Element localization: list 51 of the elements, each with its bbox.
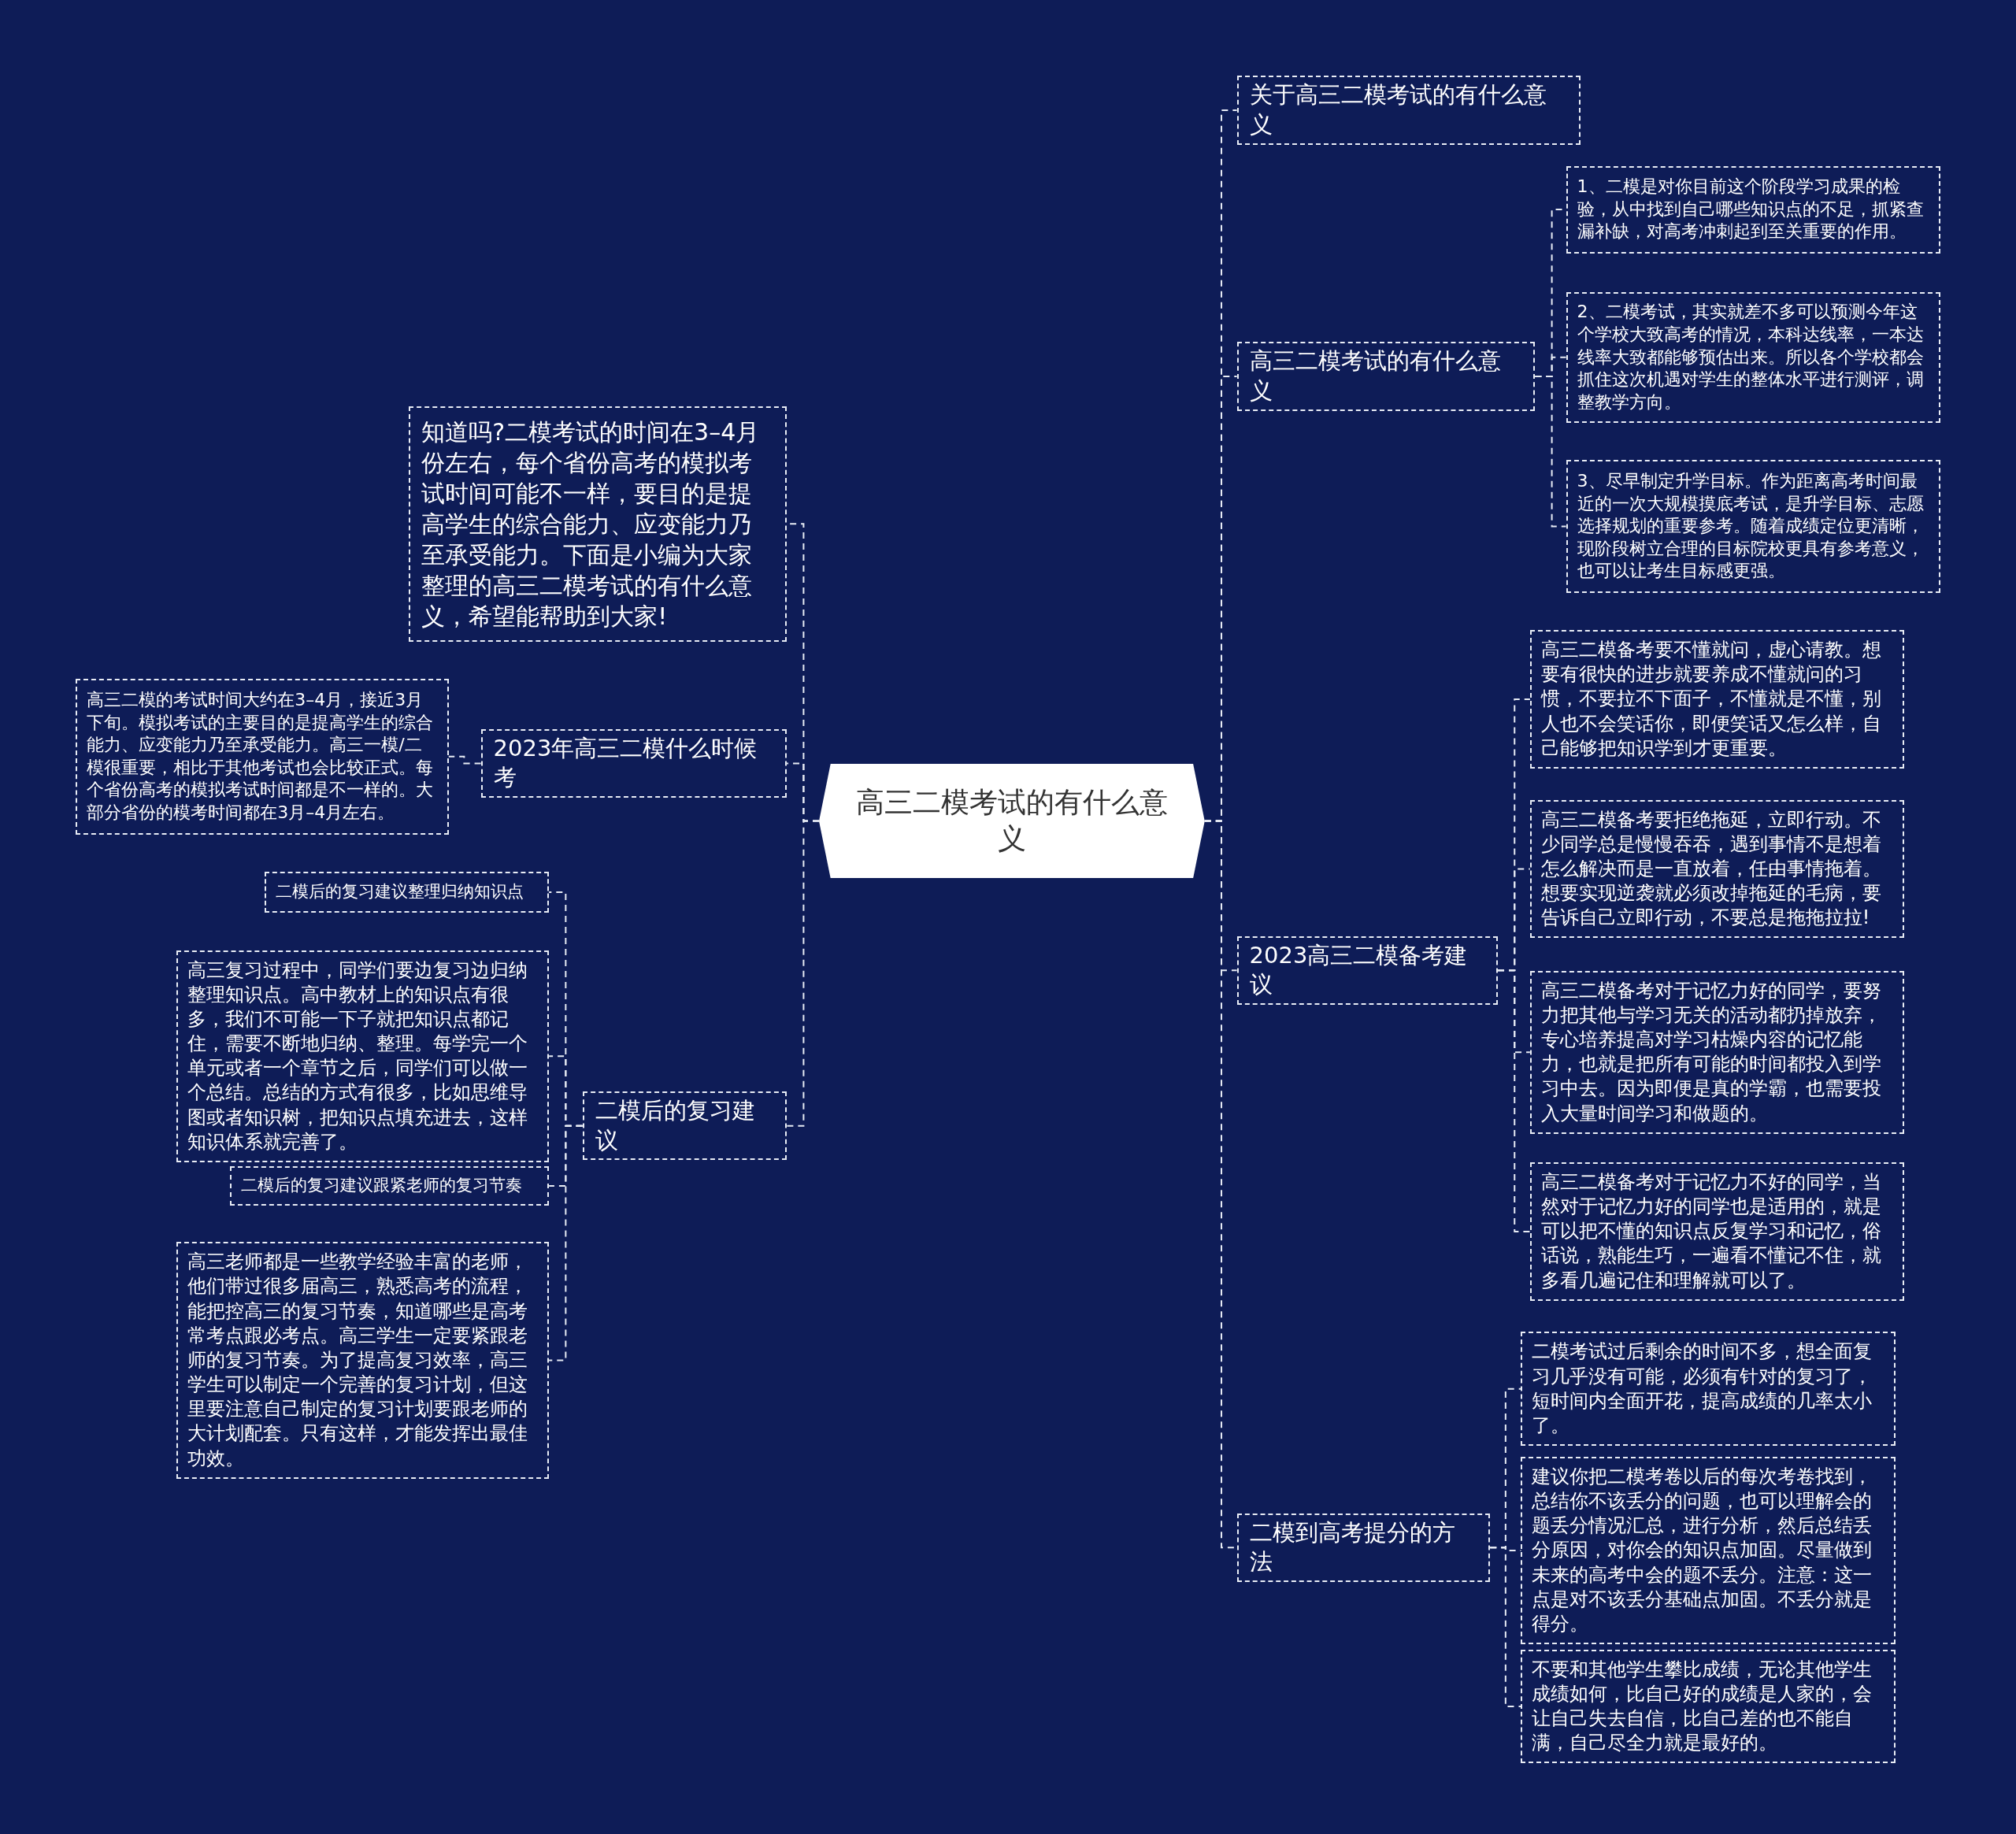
node-text: 建议你把二模考卷以后的每次考卷找到，总结你不该丢分的问题，也可以理解会的题丢分情况汇总，进行分析，然后总结丢分原因，对你会的知识点加固。尽量做到未来的高考中会的题不丢分。注意：这一点是对不该丢分基础点加固。不丢分就是得分。 (1532, 1464, 1873, 1636)
node-text: 关于高三二模考试的有什么意义 (1249, 80, 1547, 139)
text-box (1521, 1332, 1896, 1447)
text-box (176, 950, 550, 1162)
node-text: 知道吗?二模考试的时间在3–4月份左右，每个省份高考的模拟考试时间可能不一样，要目的是提高学生的综合能力、应变能力乃至承受能力。下面是小编为大家整理的高三二模考试的有什么意义，希望能帮助到大家! (421, 417, 761, 632)
text-box (1566, 291, 1940, 424)
text-box (1521, 1649, 1896, 1764)
text-box (1529, 799, 1904, 939)
text-box (230, 1165, 550, 1206)
node-text: 2023年高三二模什么时候考 (493, 733, 758, 793)
text-box (1529, 1162, 1904, 1301)
node-text: 2、二模考试，其实就差不多可以预测今年这个学校大致高考的情况，本科达线率，一本达线率大致都能够预估出来。所以各个学校都会抓住这次机遇对学生的整体水平进行测评，调整教学方向。 (1577, 301, 1925, 413)
node-text: 二模考试过后剩余的时间不多，想全面复习几乎没有可能，必须有针对的复习了，短时间内全面开花，提高成绩的几率太小了。 (1532, 1339, 1873, 1438)
connector-line (786, 820, 820, 1127)
topic-box (409, 406, 788, 642)
node-text: 2023高三二模备考建议 (1249, 940, 1469, 1000)
node-text: 不要和其他学生攀比成绩，无论其他学生成绩如何，比自己好的成绩是人家的，会让自己失去自信，比自己差的也不能自满，自己尽全力就是最好的。 (1532, 1657, 1873, 1756)
node-text: 高三二模的考试时间大约在3–4月，接近3月下旬。模拟考试的主要目的是提高学生的综合能力、应变能力乃至承受能力。高三一模/二模很重要，相比于其他考试也会比较正式。每个省份高考的模拟考试时间都是不一样的。大部分省份的模考时间都在3月–4月左右。 (87, 689, 435, 824)
text-box (76, 679, 449, 835)
text-box (1566, 460, 1940, 593)
topic-box (1236, 1513, 1491, 1582)
node-text: 1、二模是对你目前这个阶段学习成果的检验，从中找到自己哪些知识点的不足，抓紧查漏补缺，对高考冲刺起到至关重要的作用。 (1577, 176, 1925, 243)
text-box (265, 871, 550, 913)
node-text: 高三二模备考要拒绝拖延，立即行动。不少同学总是慢慢吞吞，遇到事情不是想着怎么解决而是一直放着，任由事情拖着。想要实现逆袭就必须改掉拖延的毛病，要告诉自己立即行动，不要总是拖拖拉拉! (1540, 807, 1882, 931)
node-text: 二模到高考提分的方法 (1249, 1517, 1456, 1577)
node-text: 高三老师都是一些教学经验丰富的老师，他们带过很多届高三，熟悉高考的流程，能把控高三的复习节奏，知道哪些是高考常考点跟必考点。高三学生一定要紧跟老师的复习节奏。为了提高复习效率，高三学生可以制定一个完善的复习计划，但这里要注意自己制定的复习计划要跟老师的大计划配套。只有这样，才能发挥出最佳功效。 (187, 1250, 528, 1471)
connector-line (1489, 1547, 1522, 1708)
node-text: 高三二模考试的有什么意义 (854, 784, 1169, 857)
central-topic (819, 763, 1205, 879)
node-text: 高三二模考试的有什么意义 (1249, 346, 1502, 406)
node-text: 高三二模备考要不懂就问，虚心请教。想要有很快的进步就要养成不懂就问的习惯，不要拉不下面子，不懂就是不懂，别人也不会笑话你，即便笑话又怎么样，自己能够把知识学到才更重要。 (1540, 638, 1882, 761)
text-box (1521, 1456, 1896, 1645)
node-text: 二模后的复习建议整理归纳知识点 (276, 881, 524, 903)
connector-line (1534, 375, 1567, 528)
connector-line (1497, 969, 1531, 1232)
topic-box (582, 1091, 788, 1161)
topic-box (1236, 936, 1499, 1005)
node-text: 3、尽早制定升学目标。作为距离高考时间最近的一次大规模摸底考试，是升学目标、志愿选择规划的重要参考。随着成绩定位更清晰，现阶段树立合理的目标院校更具有参考意义，也可以让考生目标感更强。 (1577, 470, 1925, 583)
text-box (1566, 165, 1940, 254)
topic-box (480, 728, 788, 798)
connector-line (548, 1124, 584, 1362)
topic-box (1236, 76, 1581, 145)
node-text: 二模后的复习建议跟紧老师的复习节奏 (241, 1175, 523, 1197)
node-text: 高三复习过程中，同学们要边复习边归纳整理知识点。高中教材上的知识点有很多，我们不可能一下子就把知识点都记住，需要不断地归纳、整理。每学完一个单元或者一个章节之后，同学们可以做一个总结。总结的方式有很多，比如思维导图或者知识树，把知识点填充进去，这样知识体系就完善了。 (187, 958, 528, 1154)
topic-box (1236, 342, 1536, 411)
text-box (1529, 630, 1904, 769)
node-text: 二模后的复习建议 (595, 1096, 756, 1155)
node-text: 高三二模备考对于记忆力不好的同学，当然对于记忆力好的同学也是适用的，就是可以把不懂的知识点反复学习和记忆，俗话说，熟能生巧，一遍看不懂记不住，就多看几遍记住和理解就可以了。 (1540, 1169, 1882, 1293)
connector-line (447, 755, 482, 765)
node-text: 高三二模备考对于记忆力好的同学，要努力把其他与学习无关的活动都扔掉放弃，专心培养提高对学习枯燥内容的记忆能力，也就是把所有可能的时间都投入到学习中去。因为即便是真的学霸，也需要投入大量时间学习和做题的。 (1540, 978, 1882, 1126)
text-box (1529, 970, 1904, 1134)
